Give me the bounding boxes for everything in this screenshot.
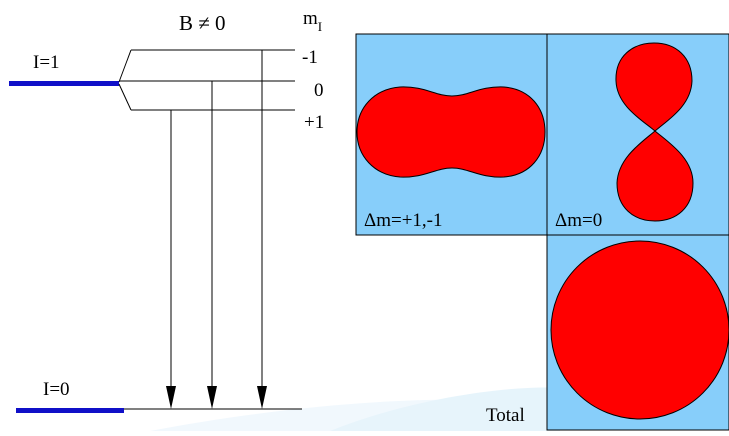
lower-level-bar — [16, 408, 124, 413]
lobe-delta-pm1 — [356, 86, 546, 178]
field-label: B ≠ 0 — [179, 11, 226, 35]
upper-level-label: I=1 — [33, 52, 60, 73]
sublevel-label-zero: 0 — [314, 80, 324, 101]
label-delta-pm1: Δm=+1,-1 — [364, 210, 443, 231]
mI-header: mI — [303, 8, 322, 34]
radiation-patterns: Δm=+1,-1 Δm=0 Total — [355, 33, 729, 431]
transition-arrowhead-plus1 — [166, 386, 176, 409]
sublevel-label-plus1: +1 — [304, 112, 324, 133]
total-pattern-circle — [550, 240, 729, 420]
upper-level-bar — [9, 81, 119, 86]
lobe-delta-zero-upper — [615, 42, 693, 132]
mI-subscript: I — [318, 19, 322, 34]
label-delta-zero: Δm=0 — [555, 210, 602, 231]
transition-arrowhead-zero — [207, 386, 217, 409]
background-swoosh-2 — [150, 399, 470, 431]
split-line-lower — [118, 83, 132, 111]
sublevel-label-minus1: -1 — [302, 47, 318, 68]
lobe-delta-zero-lower — [616, 130, 694, 222]
energy-level-diagram: I=1 I=0 B ≠ 0 mI -1 0 +1 — [9, 8, 324, 413]
lower-level-label: I=0 — [43, 379, 70, 400]
transition-arrowhead-minus1 — [257, 386, 267, 409]
split-line-upper — [118, 49, 132, 83]
mI-letter: m — [303, 8, 318, 29]
label-total: Total — [486, 405, 525, 426]
